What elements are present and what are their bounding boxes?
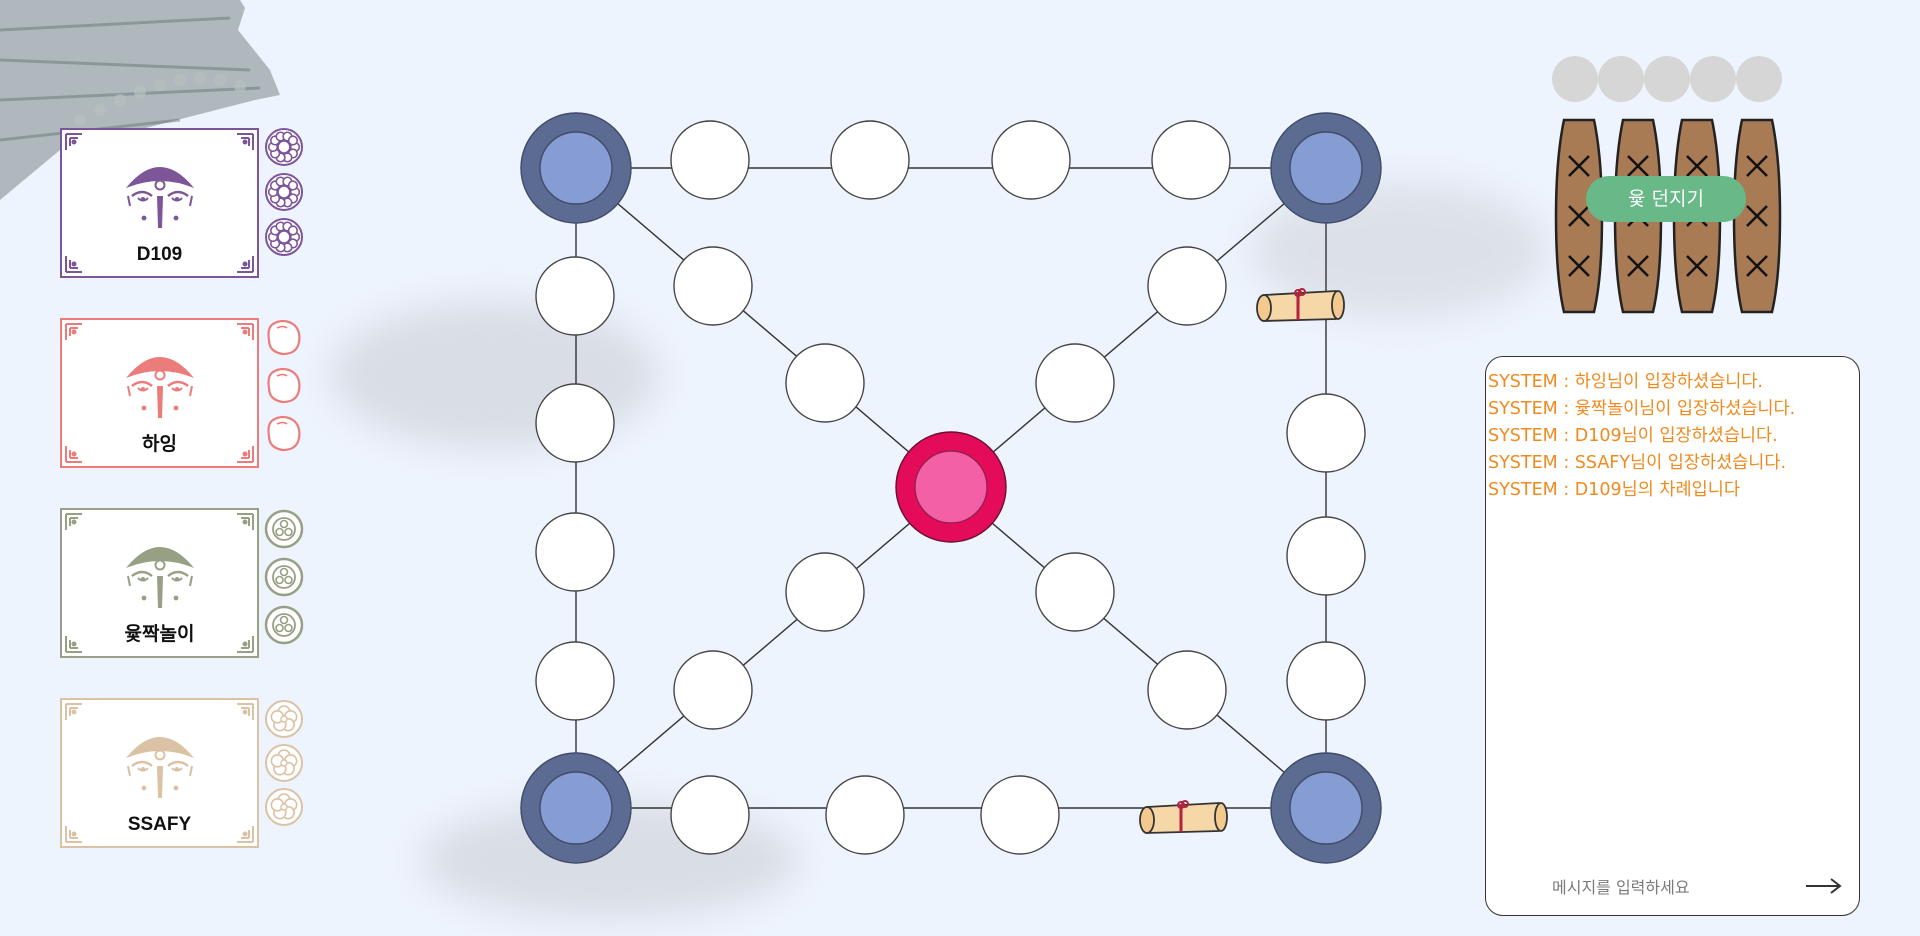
player-name: 윷짝놀이 — [124, 624, 195, 645]
blob-token-icon[interactable] — [263, 316, 305, 358]
board-station[interactable] — [673, 650, 753, 730]
yut-stick — [1732, 118, 1782, 314]
board-station[interactable] — [1147, 650, 1227, 730]
corner-ornament-icon — [237, 636, 254, 653]
chat-message: SYSTEM : 하잉님이 입장하셨습니다. — [1488, 372, 1763, 392]
chat-panel: SYSTEM : 하잉님이 입장하셨습니다. SYSTEM : 윷짝놀이님이 입장… — [1485, 356, 1860, 916]
chat-message: SYSTEM : 윷짝놀이님이 입장하셨습니다. — [1488, 399, 1796, 419]
yut-board — [520, 112, 1382, 864]
player-card: 하잉 — [60, 318, 259, 468]
board-station[interactable] — [670, 775, 750, 855]
corner-ornament-icon — [237, 446, 254, 463]
result-slot — [1736, 56, 1782, 102]
corner-ornament-icon — [65, 826, 82, 843]
result-slot — [1690, 56, 1736, 102]
flower-token-icon[interactable] — [263, 216, 305, 258]
board-station[interactable] — [830, 120, 910, 200]
chat-message: SYSTEM : D109님이 입장하셨습니다. — [1488, 426, 1778, 446]
plum-blossom-token-icon[interactable] — [263, 698, 305, 740]
board-corner-inner — [539, 131, 613, 205]
tri-dot-token-icon[interactable] — [263, 556, 305, 598]
board-corner-inner — [539, 771, 613, 845]
board-corner-inner — [1289, 771, 1363, 845]
player-card: SSAFY — [60, 698, 259, 848]
board-station[interactable] — [825, 775, 905, 855]
board-corner-inner — [1289, 131, 1363, 205]
board-station[interactable] — [535, 641, 615, 721]
flower-token-icon[interactable] — [263, 171, 305, 213]
throw-yut-button[interactable]: 윷 던지기 — [1586, 176, 1746, 222]
player-name: D109 — [136, 244, 183, 265]
corner-ornament-icon — [237, 826, 254, 843]
board-station[interactable] — [785, 552, 865, 632]
scroll-icon[interactable] — [1139, 800, 1228, 834]
corner-ornament-icon — [237, 323, 254, 340]
corner-ornament-icon — [65, 323, 82, 340]
board-station[interactable] — [670, 120, 750, 200]
blob-token-icon[interactable] — [263, 364, 305, 406]
board-station[interactable] — [1151, 120, 1231, 200]
board-station[interactable] — [673, 246, 753, 326]
board-station[interactable] — [1035, 552, 1115, 632]
player-card: 윷짝놀이 — [60, 508, 259, 658]
board-station[interactable] — [1286, 516, 1366, 596]
blob-token-icon[interactable] — [263, 412, 305, 454]
hahoe-mask-icon — [126, 357, 194, 418]
board-station[interactable] — [980, 775, 1060, 855]
board-station[interactable] — [1286, 641, 1366, 721]
corner-ornament-icon — [65, 703, 82, 720]
hahoe-mask-icon — [126, 167, 194, 228]
flower-token-icon[interactable] — [263, 126, 305, 168]
chat-message: SYSTEM : SSAFY님이 입장하셨습니다. — [1488, 453, 1787, 473]
result-slot — [1644, 56, 1690, 102]
scroll-icon[interactable] — [1256, 288, 1345, 322]
board-center-inner — [914, 450, 988, 524]
corner-ornament-icon — [65, 636, 82, 653]
board-station[interactable] — [535, 256, 615, 336]
corner-ornament-icon — [237, 513, 254, 530]
board-station[interactable] — [535, 383, 615, 463]
player-card: D109 — [60, 128, 259, 278]
result-slot — [1552, 56, 1598, 102]
plum-blossom-token-icon[interactable] — [263, 742, 305, 784]
corner-ornament-icon — [237, 133, 254, 150]
player-name: SSAFY — [127, 814, 192, 835]
hahoe-mask-icon — [126, 737, 194, 798]
corner-ornament-icon — [65, 133, 82, 150]
board-station[interactable] — [535, 512, 615, 592]
plum-blossom-token-icon[interactable] — [263, 786, 305, 828]
corner-ornament-icon — [237, 703, 254, 720]
yut-area: 윷 던지기 — [1548, 56, 1788, 316]
board-station[interactable] — [1147, 246, 1227, 326]
board-station[interactable] — [785, 343, 865, 423]
corner-ornament-icon — [237, 256, 254, 273]
player-name: 하잉 — [142, 434, 177, 455]
board-station[interactable] — [991, 120, 1071, 200]
corner-ornament-icon — [65, 256, 82, 273]
board-station[interactable] — [1035, 343, 1115, 423]
tri-dot-token-icon[interactable] — [263, 508, 305, 550]
chat-message: SYSTEM : D109님의 차례입니다 — [1488, 480, 1740, 500]
corner-ornament-icon — [65, 446, 82, 463]
hahoe-mask-icon — [126, 547, 194, 608]
send-arrow-icon[interactable] — [1805, 875, 1843, 897]
board-station[interactable] — [1286, 393, 1366, 473]
corner-ornament-icon — [65, 513, 82, 530]
chat-input[interactable] — [1552, 873, 1782, 901]
tri-dot-token-icon[interactable] — [263, 604, 305, 646]
chat-log: SYSTEM : 하잉님이 입장하셨습니다. SYSTEM : 윷짝놀이님이 입장… — [1486, 369, 1846, 504]
result-slot — [1598, 56, 1644, 102]
